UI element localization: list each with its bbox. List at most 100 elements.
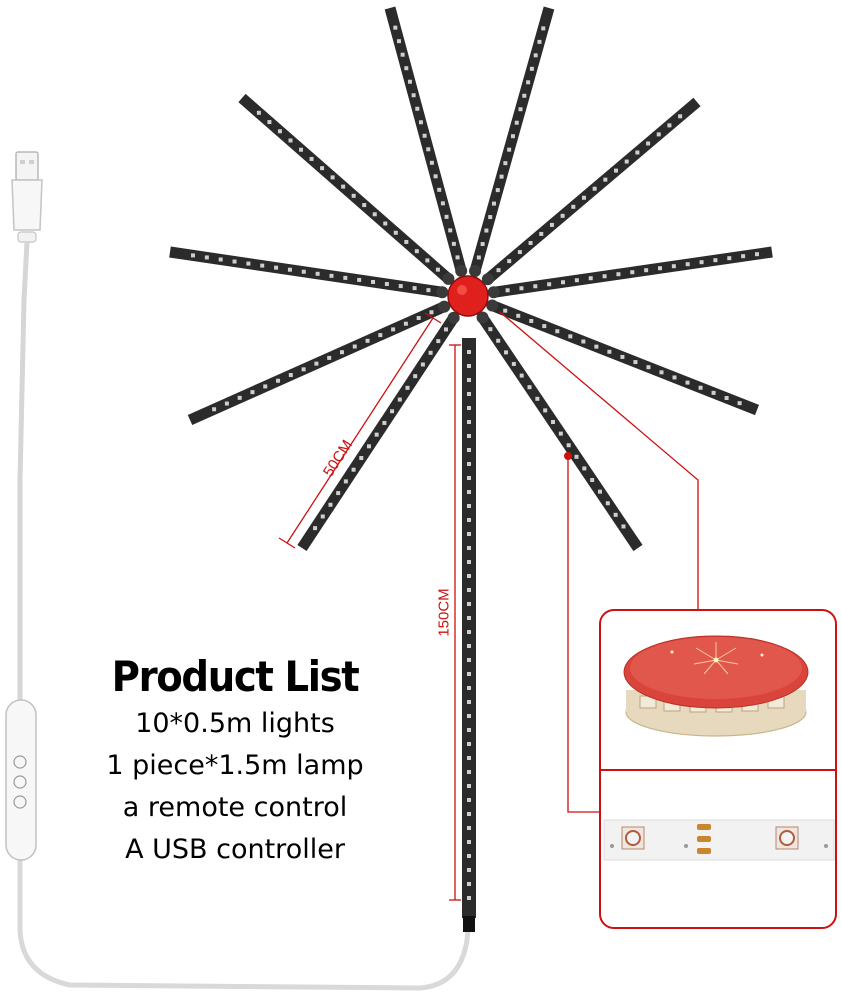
- led-dot: [382, 420, 387, 425]
- led-dot: [646, 365, 651, 370]
- branch-dimension: [278, 312, 442, 549]
- led-dot: [592, 186, 597, 191]
- led-dot: [204, 255, 209, 260]
- led-dot: [393, 25, 398, 30]
- led-dot: [467, 588, 471, 592]
- led-dot: [246, 261, 251, 266]
- led-dot: [378, 333, 383, 338]
- led-dot: [495, 188, 500, 193]
- led-dot: [343, 275, 348, 280]
- led-dot: [727, 256, 732, 261]
- led-dot: [422, 133, 427, 138]
- led-dot: [372, 212, 377, 217]
- led-dot: [267, 120, 272, 125]
- branch-connector: [481, 273, 494, 286]
- led-dot: [365, 338, 370, 343]
- led-dot: [467, 406, 471, 410]
- led-dot: [467, 448, 471, 452]
- light-branches: [169, 6, 773, 552]
- led-dot: [711, 390, 716, 395]
- led-dot: [527, 385, 532, 390]
- branch-connector: [487, 286, 500, 299]
- led-dot: [443, 327, 448, 332]
- led-dot: [582, 466, 587, 471]
- led-dot: [505, 288, 510, 293]
- led-dot: [415, 106, 420, 111]
- led-dot: [436, 339, 441, 344]
- led-dot: [429, 160, 434, 165]
- branch-connector: [476, 311, 489, 324]
- led-dot: [309, 156, 314, 161]
- led-dot: [588, 276, 593, 281]
- led-dot: [560, 213, 565, 218]
- led-dot: [630, 270, 635, 275]
- led-dot: [383, 221, 388, 226]
- led-dot: [549, 222, 554, 227]
- led-dot: [633, 360, 638, 365]
- led-dot: [467, 490, 471, 494]
- led-dot: [467, 854, 471, 858]
- led-dot: [568, 334, 573, 339]
- led-dot: [467, 378, 471, 382]
- led-dot: [597, 489, 602, 494]
- led-dot: [656, 132, 661, 137]
- led-dot: [467, 420, 471, 424]
- led-dot: [574, 454, 579, 459]
- led-dot: [551, 420, 556, 425]
- led-dot: [529, 66, 534, 71]
- light-branch: [238, 93, 453, 284]
- led-dot: [526, 80, 531, 85]
- led-dot: [341, 184, 346, 189]
- led-dot: [499, 174, 504, 179]
- led-dot: [313, 526, 318, 531]
- led-dot: [343, 479, 348, 484]
- led-dot: [467, 770, 471, 774]
- led-dot: [514, 120, 519, 125]
- pole-length-label: 150CM: [435, 588, 453, 637]
- led-dot: [396, 39, 401, 44]
- led-dot: [467, 868, 471, 872]
- led-dot: [467, 812, 471, 816]
- light-branch: [384, 6, 467, 273]
- led-dot: [614, 168, 619, 173]
- led-dot: [467, 784, 471, 788]
- led-dot: [263, 384, 268, 389]
- led-dot: [672, 375, 677, 380]
- led-dot: [398, 284, 403, 289]
- led-dot: [190, 253, 195, 258]
- branch-connector: [436, 286, 449, 299]
- usb-plug-icon: [11, 151, 43, 243]
- led-dot: [624, 159, 629, 164]
- led-dot: [232, 259, 237, 264]
- led-dot: [276, 378, 281, 383]
- led-dot: [250, 390, 255, 395]
- product-list-title: Product List: [111, 652, 360, 701]
- led-dot: [448, 228, 453, 233]
- led-dot: [288, 138, 293, 143]
- led-dot: [467, 546, 471, 550]
- led-dot: [366, 444, 371, 449]
- led-dot: [416, 315, 421, 320]
- led-dot: [480, 242, 485, 247]
- led-dot: [467, 728, 471, 732]
- led-dot: [384, 282, 389, 287]
- branch-connector: [442, 272, 455, 285]
- led-dot: [329, 273, 334, 278]
- led-dot: [635, 150, 640, 155]
- led-dot: [603, 177, 608, 182]
- led-dot: [391, 327, 396, 332]
- led-dot: [659, 370, 664, 375]
- led-dot: [426, 147, 431, 152]
- led-dot: [519, 286, 524, 291]
- led-dot: [741, 254, 746, 259]
- led-dot: [451, 241, 456, 246]
- led-dot: [698, 385, 703, 390]
- led-dot: [620, 354, 625, 359]
- branch-connector: [486, 299, 499, 312]
- led-dot: [529, 318, 534, 323]
- led-dot: [561, 280, 566, 285]
- led-dot: [404, 239, 409, 244]
- pole-strip: [462, 338, 476, 932]
- led-dot: [444, 214, 449, 219]
